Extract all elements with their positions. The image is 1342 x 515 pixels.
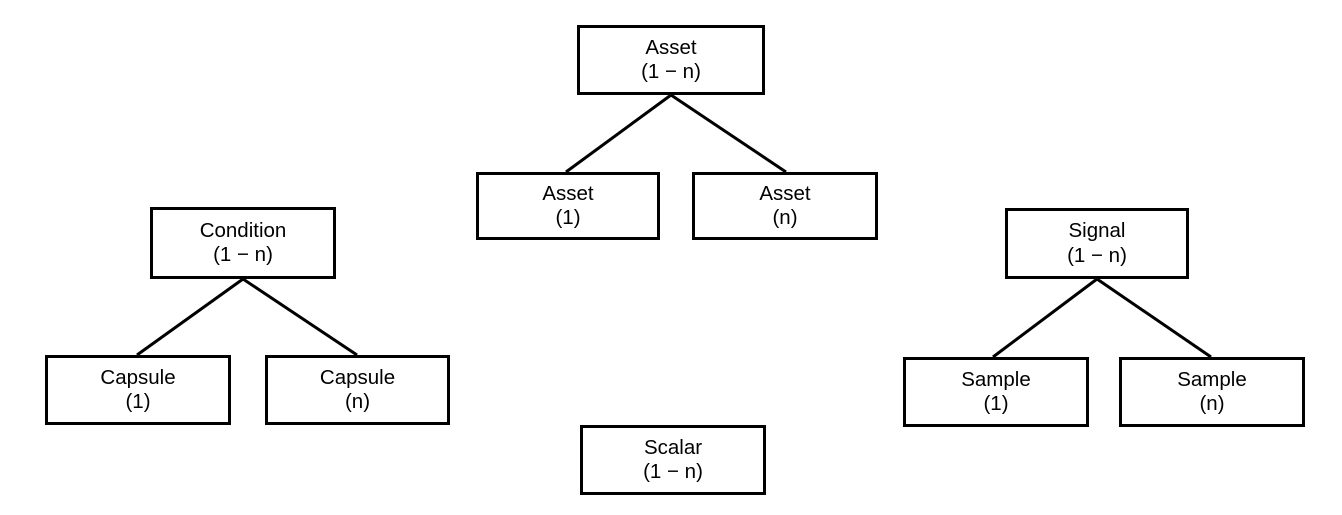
connector-asset-to-asset-n bbox=[670, 93, 787, 174]
node-cardinality: (n) bbox=[772, 206, 798, 229]
node-title: Scalar bbox=[643, 435, 703, 459]
node-cardinality: (1 − n) bbox=[213, 243, 273, 266]
node-cardinality: (n) bbox=[1199, 392, 1225, 415]
node-cardinality: (1 − n) bbox=[643, 460, 703, 483]
node-cardinality: (1) bbox=[983, 392, 1009, 415]
node-title: Condition bbox=[199, 218, 287, 242]
node-capsule-child-1[interactable]: Capsule (1) bbox=[45, 355, 231, 425]
node-title: Capsule bbox=[319, 365, 396, 389]
node-title: Signal bbox=[1068, 219, 1126, 243]
node-signal-parent[interactable]: Signal (1 − n) bbox=[1005, 208, 1189, 279]
connector-asset-to-asset-1 bbox=[565, 93, 672, 174]
node-title: Asset bbox=[759, 181, 811, 205]
node-cardinality: (1 − n) bbox=[1067, 243, 1127, 267]
connector-signal-to-sample-1 bbox=[992, 277, 1098, 359]
node-cardinality: (1 − n) bbox=[641, 60, 701, 83]
connector-signal-to-sample-n bbox=[1096, 277, 1212, 359]
node-scalar[interactable]: Scalar (1 − n) bbox=[580, 425, 766, 495]
node-condition-parent[interactable]: Condition (1 − n) bbox=[150, 207, 336, 279]
node-sample-child-n[interactable]: Sample (n) bbox=[1119, 357, 1305, 427]
node-cardinality: (n) bbox=[344, 390, 371, 413]
node-title: Capsule bbox=[100, 365, 176, 389]
connector-condition-to-capsule-1 bbox=[136, 277, 244, 357]
node-cardinality: (1) bbox=[555, 206, 581, 229]
node-asset-child-1[interactable]: Asset (1) bbox=[476, 172, 660, 240]
connector-condition-to-capsule-n bbox=[242, 277, 358, 357]
node-cardinality: (1) bbox=[125, 390, 151, 413]
node-asset-parent[interactable]: Asset (1 − n) bbox=[577, 25, 765, 95]
node-title: Asset bbox=[542, 181, 594, 205]
node-title: Sample bbox=[961, 367, 1031, 391]
node-title: Asset bbox=[645, 35, 697, 59]
node-capsule-child-n[interactable]: Capsule (n) bbox=[265, 355, 450, 425]
node-sample-child-1[interactable]: Sample (1) bbox=[903, 357, 1089, 427]
node-title: Sample bbox=[1177, 367, 1247, 391]
node-asset-child-n[interactable]: Asset (n) bbox=[692, 172, 878, 240]
